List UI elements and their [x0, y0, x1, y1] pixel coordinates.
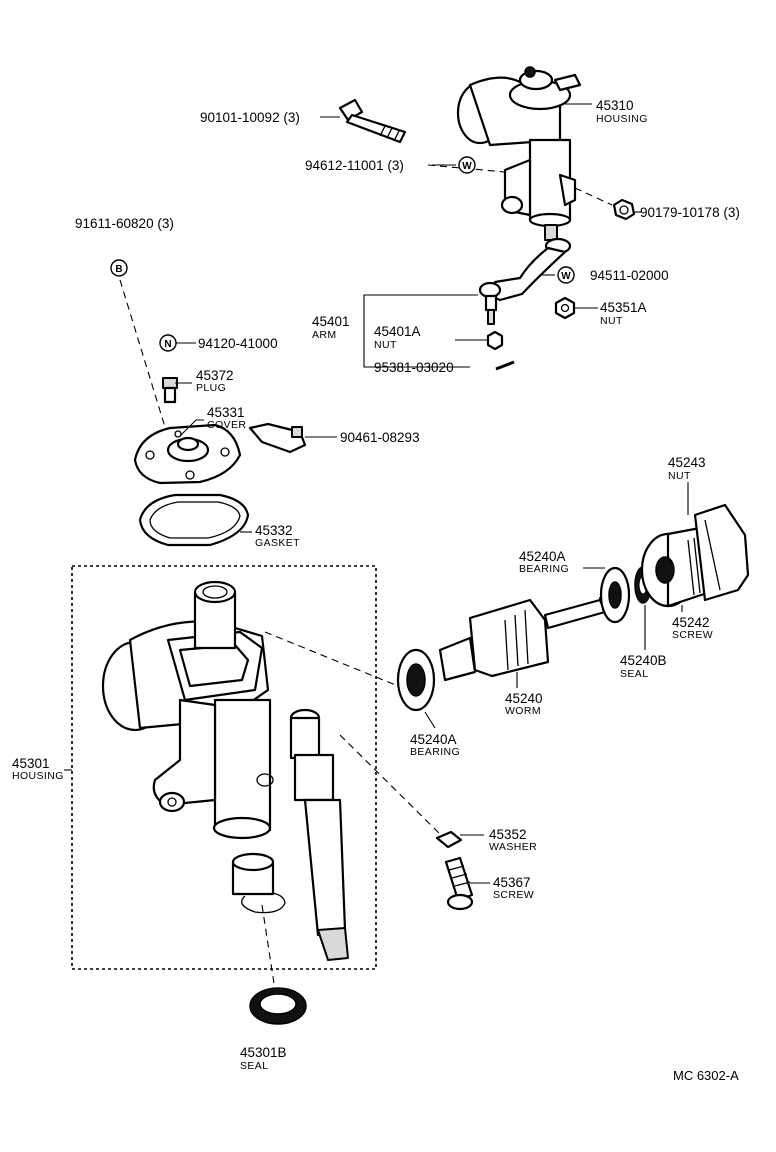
label-45352-name: WASHER [489, 841, 537, 853]
label-45243-name: NUT [668, 470, 691, 482]
b-symbol-91611: B [110, 259, 128, 277]
bushing-drawing [231, 852, 286, 914]
housing-45310-drawing [456, 66, 582, 241]
screw-45242-drawing [640, 526, 712, 608]
label-94612: 94612-11001 (3) [305, 158, 404, 173]
label-45401-name: ARM [312, 329, 337, 341]
label-90179: 90179-10178 (3) [640, 205, 740, 220]
label-90101: 90101-10092 (3) [200, 110, 300, 125]
label-45240B-name: SEAL [620, 668, 648, 680]
label-45240A-top-name: BEARING [519, 563, 569, 575]
housing-assembly-frame [71, 565, 377, 970]
label-45372: 45372 [196, 368, 234, 383]
label-45401: 45401 [312, 314, 350, 329]
nut-45243-drawing [693, 503, 750, 602]
reference-code: MC 6302-A [673, 1068, 739, 1083]
label-45351A: 45351A [600, 300, 647, 315]
b-symbol-text: B [115, 264, 122, 275]
label-45240A-bottom: 45240A [410, 732, 457, 747]
label-45242: 45242 [672, 615, 710, 630]
label-45310: 45310 [596, 98, 634, 113]
label-45240A-bottom-name: BEARING [410, 746, 460, 758]
bracket-90461-drawing [248, 422, 307, 454]
label-45240: 45240 [505, 691, 543, 706]
label-45331: 45331 [207, 405, 245, 420]
label-90461: 90461-08293 [340, 430, 420, 445]
w-symbol-94612: W [458, 156, 476, 174]
label-45240-name: WORM [505, 705, 541, 717]
bolt-90101-drawing [338, 98, 407, 144]
n-symbol-text: N [164, 339, 171, 350]
pin-95381-drawing [495, 360, 515, 371]
label-45331-name: COVER [207, 419, 246, 431]
label-45242-name: SCREW [672, 629, 713, 641]
label-45332-name: GASKET [255, 537, 300, 549]
screw-45367-drawing [444, 856, 474, 911]
bearing-45240A-top-drawing [599, 566, 631, 624]
nut-90179-drawing [612, 198, 636, 221]
label-91611: 91611-60820 (3) [75, 216, 174, 231]
washer-45352-drawing [435, 830, 463, 849]
housing-45301-drawing [101, 580, 274, 840]
label-45240B: 45240B [620, 653, 667, 668]
w-symbol-94511: W [557, 266, 575, 284]
label-45401A-name: NUT [374, 339, 397, 351]
label-94120: 94120-41000 [198, 336, 278, 351]
label-45301-name: HOUSING [12, 770, 64, 782]
label-45243: 45243 [668, 455, 706, 470]
worm-45240-drawing [438, 591, 629, 682]
cover-45331-drawing [133, 423, 242, 485]
label-45240A-top: 45240A [519, 549, 566, 564]
label-45367: 45367 [493, 875, 531, 890]
w-symbol-text-2: W [561, 271, 571, 282]
plug-45372-drawing [162, 377, 178, 404]
label-45301: 45301 [12, 756, 50, 771]
label-45351A-name: NUT [600, 315, 623, 327]
label-45301B-name: SEAL [240, 1060, 268, 1072]
arm-45401-drawing [478, 237, 572, 325]
alignment-lines [119, 164, 613, 991]
label-94511: 94511-02000 [590, 268, 669, 283]
label-45372-name: PLUG [196, 382, 226, 394]
label-45367-name: SCREW [493, 889, 534, 901]
label-45301B: 45301B [240, 1045, 287, 1060]
n-symbol-94120: N [159, 334, 177, 352]
seal-45301B-drawing [249, 987, 307, 1025]
gasket-45332-drawing [138, 493, 250, 547]
nut-45401A-drawing [486, 330, 504, 351]
w-symbol-text-1: W [462, 161, 472, 172]
bearing-45240A-bottom-drawing [396, 648, 436, 712]
label-45310-name: HOUSING [596, 113, 648, 125]
nut-45351A-drawing [554, 296, 576, 320]
label-45332: 45332 [255, 523, 293, 538]
sector-shaft-drawing [289, 708, 349, 961]
label-45352: 45352 [489, 827, 527, 842]
label-45401A: 45401A [374, 324, 421, 339]
leader-lines [64, 103, 689, 884]
label-95381: 95381-03020 [374, 360, 454, 375]
